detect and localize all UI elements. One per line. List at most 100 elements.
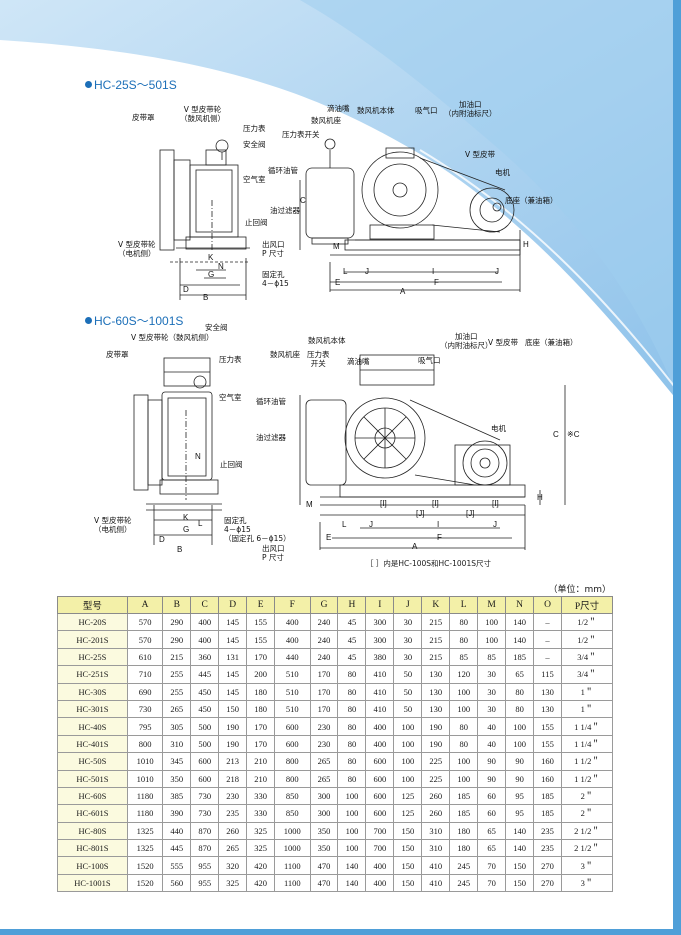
value-cell: 80 xyxy=(505,682,535,701)
s2-label-safety-valve: 安全阀 xyxy=(205,323,228,332)
value-cell: 130 xyxy=(421,699,451,719)
value-cell: 120 xyxy=(449,665,479,684)
value-cell: 100 xyxy=(393,769,423,788)
value-cell: 410 xyxy=(365,665,395,684)
value-cell: 600 xyxy=(274,717,311,736)
value-cell: 100 xyxy=(449,769,479,788)
value-cell: 65 xyxy=(505,665,535,684)
value-cell: 400 xyxy=(274,612,311,632)
col-header: J xyxy=(393,596,423,614)
section-title-2: HC-60S～1001S xyxy=(85,312,183,329)
value-cell: 150 xyxy=(218,699,248,719)
value-cell: 245 xyxy=(449,873,479,893)
value-cell: 470 xyxy=(309,856,339,875)
value-cell: 1325 xyxy=(126,839,164,858)
col-header: N xyxy=(505,596,535,614)
value-cell: 30 xyxy=(477,699,507,719)
value-cell: 170 xyxy=(246,734,276,754)
value-cell: 210 xyxy=(246,769,276,788)
col-header: E xyxy=(246,596,276,614)
header-swoosh xyxy=(0,0,681,405)
value-cell: 215 xyxy=(421,647,451,667)
value-cell: 1010 xyxy=(126,752,164,771)
value-cell: 150 xyxy=(505,873,535,893)
section-title-1: HC-25S～501S xyxy=(85,76,177,93)
value-cell: 380 xyxy=(365,647,395,667)
model-cell: HC-50S xyxy=(57,752,128,771)
col-header: B xyxy=(162,596,192,614)
value-cell: 730 xyxy=(190,804,220,823)
value-cell: 180 xyxy=(449,839,479,858)
value-cell: 710 xyxy=(126,665,164,684)
value-cell: 320 xyxy=(218,856,248,875)
value-cell: 65 xyxy=(477,821,507,841)
model-cell: HC-25S xyxy=(57,647,128,667)
value-cell: 1325 xyxy=(126,821,164,841)
value-cell: 180 xyxy=(246,682,276,701)
value-cell: 1100 xyxy=(274,873,311,893)
value-cell: 100 xyxy=(393,717,423,736)
value-cell: 325 xyxy=(246,821,276,841)
value-cell: 350 xyxy=(309,839,339,858)
value-cell: 560 xyxy=(162,873,192,893)
model-cell: HC-401S xyxy=(57,734,128,754)
bracket-note: ［ ］内是HC-100S和HC-1001S尺寸 xyxy=(366,559,491,568)
value-cell: 80 xyxy=(505,699,535,719)
value-cell: 185 xyxy=(449,786,479,806)
value-cell: 445 xyxy=(190,665,220,684)
value-cell: 350 xyxy=(162,769,192,788)
value-cell: 600 xyxy=(190,752,220,771)
value-cell: 140 xyxy=(337,856,367,875)
value-cell: 1010 xyxy=(126,769,164,788)
value-cell: 60 xyxy=(477,804,507,823)
value-cell: 265 xyxy=(309,769,339,788)
value-cell: 600 xyxy=(365,769,395,788)
value-cell: 290 xyxy=(162,630,192,649)
s1-label-pressure-gauge: 压力表 xyxy=(243,124,266,133)
s2-label-pressure-gauge: 压力表 xyxy=(219,355,242,364)
value-cell: 600 xyxy=(365,786,395,806)
value-cell: 1＂ xyxy=(560,699,614,719)
value-cell: 265 xyxy=(162,699,192,719)
value-cell: 690 xyxy=(126,682,164,701)
value-cell: 40 xyxy=(477,734,507,754)
value-cell: 100 xyxy=(337,786,367,806)
value-cell: 215 xyxy=(421,612,451,632)
col-header: O xyxy=(533,596,562,614)
value-cell: 255 xyxy=(162,665,192,684)
value-cell: 185 xyxy=(505,647,535,667)
value-cell: 50 xyxy=(393,699,423,719)
value-cell: 400 xyxy=(274,630,311,649)
bullet-icon xyxy=(85,317,92,324)
col-header: M xyxy=(477,596,507,614)
s1-label-oil-filler: 加油口 （内附油标尺） xyxy=(444,100,497,118)
value-cell: 325 xyxy=(246,839,276,858)
s2-label-vbelt: V 型皮带 xyxy=(488,338,519,347)
value-cell: 45 xyxy=(337,647,367,667)
value-cell: 800 xyxy=(274,769,311,788)
col-header: F xyxy=(274,596,311,614)
value-cell: 140 xyxy=(337,873,367,893)
value-cell: 170 xyxy=(309,682,339,701)
model-cell: HC-60S xyxy=(57,786,128,806)
s2-label-check-valve: 止回阀 xyxy=(220,460,243,469)
value-cell: 30 xyxy=(477,665,507,684)
value-cell: 260 xyxy=(421,804,451,823)
value-cell: 440 xyxy=(274,647,311,667)
s1-label-vbelt: V 型皮带 xyxy=(465,150,496,159)
value-cell: 1 1/2＂ xyxy=(560,752,614,771)
col-header: A xyxy=(126,596,164,614)
col-header: L xyxy=(449,596,479,614)
value-cell: 80 xyxy=(449,734,479,754)
value-cell: 155 xyxy=(533,734,562,754)
value-cell: 145 xyxy=(218,630,248,649)
value-cell: 610 xyxy=(126,647,164,667)
value-cell: 450 xyxy=(190,682,220,701)
value-cell: 240 xyxy=(309,647,339,667)
